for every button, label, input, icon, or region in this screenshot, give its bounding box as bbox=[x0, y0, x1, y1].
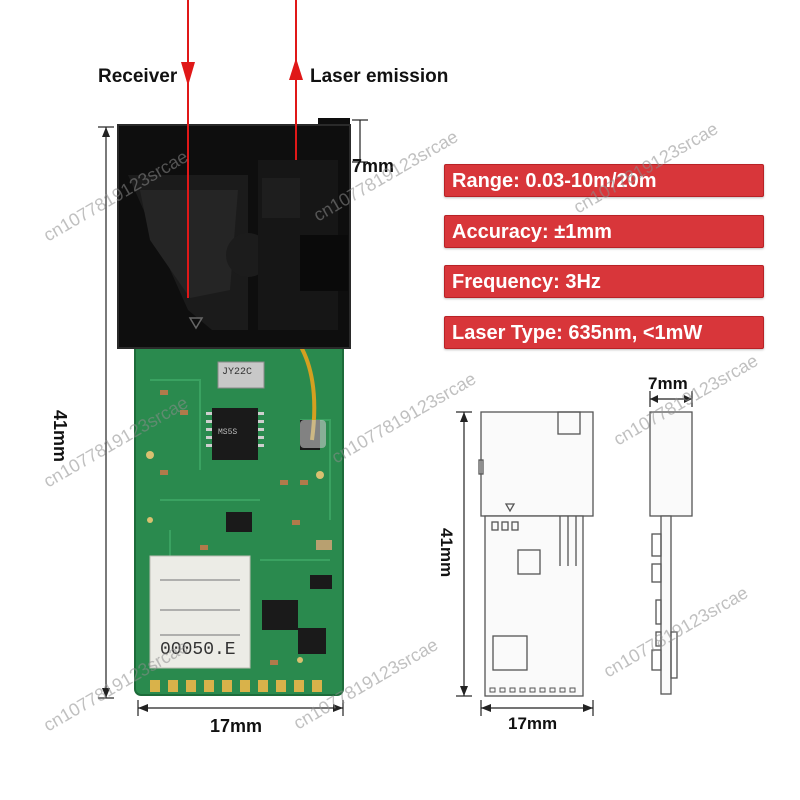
emission-arrowhead bbox=[289, 58, 303, 80]
spec-frequency: Frequency: 3Hz bbox=[444, 265, 764, 298]
crystal-text: JY22C bbox=[222, 367, 253, 378]
technical-drawing-front bbox=[478, 411, 594, 697]
edge-pads bbox=[150, 680, 322, 692]
photo-height-label: 41mm bbox=[50, 410, 70, 463]
spec-accuracy: Accuracy: ±1mm bbox=[444, 215, 764, 248]
drawing-side-width-label: 7mm bbox=[648, 374, 688, 393]
crystal-component bbox=[217, 361, 265, 389]
label-sticker bbox=[149, 555, 251, 669]
chip-text: MS5S bbox=[218, 428, 238, 437]
spec-laser-type: Laser Type: 635nm, <1mW bbox=[444, 316, 764, 349]
drawing-height-label: 41mm bbox=[437, 528, 456, 578]
laser-emission-label: Laser emission bbox=[310, 66, 449, 87]
sticker-text: 00050.E bbox=[160, 640, 236, 660]
drawing-width-label: 17mm bbox=[508, 714, 558, 733]
main-chip bbox=[212, 408, 258, 460]
spec-range: Range: 0.03-10m/20m bbox=[444, 164, 764, 197]
technical-drawing-side bbox=[649, 411, 693, 695]
receiver-label: Receiver bbox=[98, 66, 178, 87]
receiver-arrowhead bbox=[181, 62, 195, 86]
photo-lens-width-label: 7mm bbox=[352, 156, 395, 176]
photo-width-label: 17mm bbox=[210, 716, 263, 736]
